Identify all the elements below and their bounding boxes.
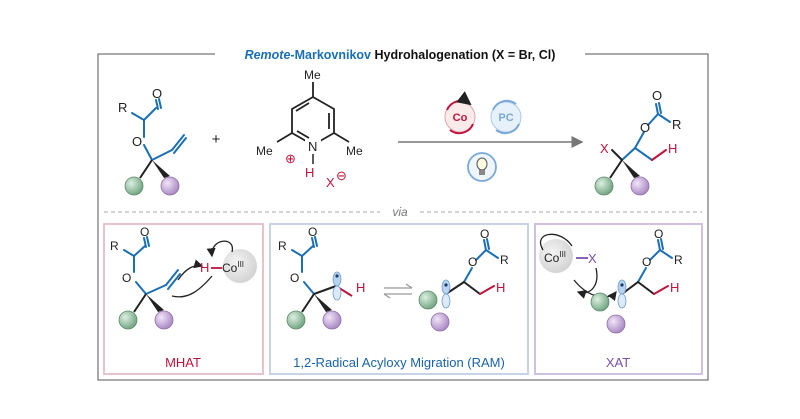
product-purple-sphere <box>630 176 650 196</box>
product-o-carbonyl: O <box>652 88 662 103</box>
green-sphere <box>124 176 144 196</box>
ram-purple-sphere-1 <box>322 310 342 330</box>
ram-purple-sphere-2 <box>430 312 450 332</box>
co-catalyst-badge: Co <box>444 91 476 135</box>
panel-label-mhat: MHAT <box>165 355 201 370</box>
plus-sign: + <box>212 131 221 148</box>
ram2-r: R <box>500 253 509 267</box>
co-sphere-mhat <box>223 249 257 283</box>
ram-o-ester: O <box>290 271 299 285</box>
title-rest: Hydrohalogenation (X = Br, Cl) <box>371 48 555 62</box>
product-r: R <box>672 117 681 132</box>
mhat-o-carbonyl: O <box>140 225 149 239</box>
via-label: via <box>392 205 408 219</box>
pc-label: PC <box>498 112 513 124</box>
header-title: Remote-Markovnikov Hydrohalogenation (X … <box>245 48 556 62</box>
minus-charge: ⊖ <box>336 168 347 183</box>
mhat-o-ester: O <box>122 271 131 285</box>
product-molecule <box>611 102 671 161</box>
radical-orbital-2 <box>441 279 451 295</box>
mhat-r: R <box>110 239 119 253</box>
halide-x: X <box>326 175 335 190</box>
radical-orbital-1 <box>332 271 342 287</box>
ram2-o-ester: O <box>468 255 477 269</box>
title-markovnikov: -Markovnikov <box>290 48 371 62</box>
xat-h: H <box>670 280 679 295</box>
ram-green-sphere-2 <box>418 290 438 310</box>
product-x: X <box>600 141 609 156</box>
substrate-o-ester: O <box>132 134 142 149</box>
panel-ram <box>269 223 529 375</box>
ram-o-carbonyl: O <box>308 225 317 239</box>
product-green-sphere <box>594 176 614 196</box>
panel-mhat <box>103 223 264 375</box>
ram-green-sphere-1 <box>286 310 306 330</box>
mhat-co: CoIII <box>222 260 244 275</box>
ram-h1: H <box>356 280 365 295</box>
pyridinium-h: H <box>305 165 314 180</box>
radical-orbital-3 <box>617 279 627 295</box>
co-sphere-xat <box>539 239 573 273</box>
ram2-o-carbonyl: O <box>480 227 489 241</box>
xat-r: R <box>674 253 683 267</box>
substrate-r: R <box>118 100 127 115</box>
pc-catalyst-badge: PC <box>490 99 522 135</box>
mhat-green-sphere <box>118 310 138 330</box>
pyridinium-n: N <box>308 139 317 154</box>
co-label: Co <box>453 112 468 124</box>
substrate-o-carbonyl: O <box>152 86 162 101</box>
me-left: Me <box>256 144 273 158</box>
me-right: Me <box>346 144 363 158</box>
plus-charge: ⊕ <box>285 151 296 166</box>
purple-sphere <box>160 176 180 196</box>
panel-xat <box>534 223 703 375</box>
me-top: Me <box>304 68 321 82</box>
xat-green-sphere <box>590 292 610 312</box>
panel-label-xat: XAT <box>606 355 630 370</box>
xat-o-carbonyl: O <box>654 227 663 241</box>
xat-x: X <box>588 251 597 266</box>
panel-label-ram: 1,2-Radical Acyloxy Migration (RAM) <box>293 355 505 370</box>
collidinium-ring <box>276 82 350 147</box>
xat-o-ester: O <box>642 255 651 269</box>
light-bulb-icon <box>467 152 497 182</box>
ram2-h: H <box>496 280 505 295</box>
mhat-h: H <box>200 260 209 275</box>
product-o-ester: O <box>640 120 650 135</box>
xat-purple-sphere <box>606 314 626 334</box>
xat-co: CoIII <box>544 250 566 265</box>
title-remote: Remote <box>245 48 291 62</box>
substrate-molecule <box>131 98 187 161</box>
ram-r: R <box>278 239 287 253</box>
mhat-purple-sphere <box>154 310 174 330</box>
product-h: H <box>668 141 677 156</box>
